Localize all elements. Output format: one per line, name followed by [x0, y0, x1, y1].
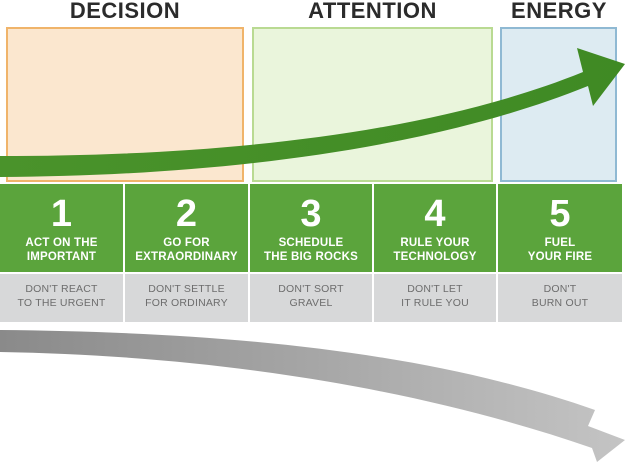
step-2-title: GO FOR EXTRAORDINARY: [135, 237, 238, 263]
step-4: 4 RULE YOUR TECHNOLOGY DON'T LET IT RULE…: [374, 184, 496, 322]
step-3-subtitle: DON'T SORT GRAVEL: [250, 274, 372, 322]
step-1-title: ACT ON THE IMPORTANT: [25, 237, 98, 263]
step-4-subtitle: DON'T LET IT RULE YOU: [374, 274, 496, 322]
step-3-title: SCHEDULE THE BIG ROCKS: [264, 237, 358, 263]
zone-energy: [500, 27, 617, 182]
gray-arrow-shape: [0, 330, 625, 462]
step-5-number: 5: [549, 193, 571, 235]
step-1-number: 1: [50, 193, 73, 235]
zone-attention: [252, 27, 493, 182]
step-3: 3 SCHEDULE THE BIG ROCKS DON'T SORT GRAV…: [250, 184, 372, 322]
heading-decision: DECISION: [69, 0, 181, 23]
step-2: 2 GO FOR EXTRAORDINARY DON'T SETTLE FOR …: [125, 184, 248, 322]
step-5-header: 5 FUEL YOUR FIRE: [498, 184, 622, 272]
step-2-number: 2: [175, 193, 198, 235]
step-2-subtitle: DON'T SETTLE FOR ORDINARY: [125, 274, 248, 322]
step-5-subtitle: DON'T BURN OUT: [498, 274, 622, 322]
step-5: 5 FUEL YOUR FIRE DON'T BURN OUT: [498, 184, 622, 322]
step-1-header: 1 ACT ON THE IMPORTANT: [0, 184, 123, 272]
step-4-header: 4 RULE YOUR TECHNOLOGY: [374, 184, 496, 272]
heading-energy: ENERGY: [511, 0, 607, 23]
step-4-number: 4: [424, 193, 446, 235]
step-1-subtitle: DON'T REACT TO THE URGENT: [0, 274, 123, 322]
zone-decision: [6, 27, 244, 182]
step-3-number: 3: [300, 193, 322, 235]
step-3-header: 3 SCHEDULE THE BIG ROCKS: [250, 184, 372, 272]
step-1: 1 ACT ON THE IMPORTANT DON'T REACT TO TH…: [0, 184, 123, 322]
step-5-title: FUEL YOUR FIRE: [527, 237, 593, 263]
heading-attention: ATTENTION: [308, 0, 437, 23]
step-2-header: 2 GO FOR EXTRAORDINARY: [125, 184, 248, 272]
step-4-title: RULE YOUR TECHNOLOGY: [393, 237, 477, 263]
